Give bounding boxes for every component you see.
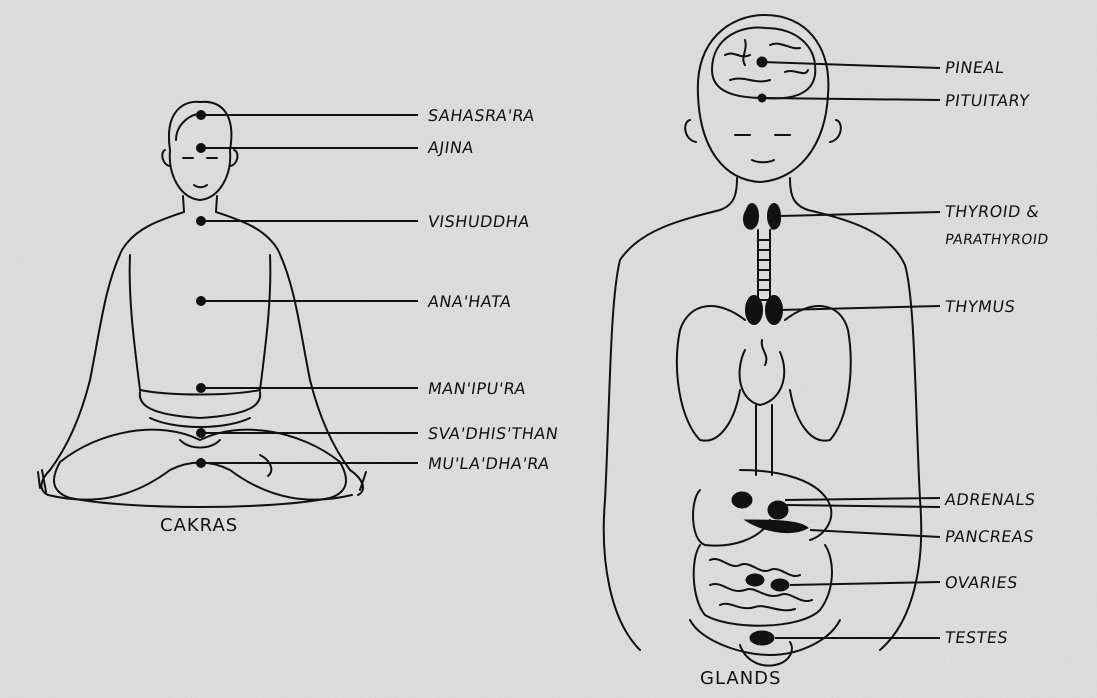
label-sahasrara: SAHASRA'RA bbox=[427, 106, 536, 125]
chakras-caption: CAKRAS bbox=[160, 515, 238, 536]
label-anahata: ANA'HATA bbox=[427, 292, 513, 311]
label-svadhisthan: SVA'DHIS'THAN bbox=[427, 424, 560, 443]
label-pineal: PINEAL bbox=[944, 58, 1006, 77]
label-thyroid: THYROID & bbox=[944, 202, 1041, 221]
glands-caption: GLANDS bbox=[700, 668, 781, 689]
adrenal-left bbox=[732, 492, 752, 508]
label-pituitary: PITUITARY bbox=[944, 91, 1031, 110]
label-ajina: AJINA bbox=[427, 138, 475, 157]
testes-shape bbox=[750, 631, 774, 645]
label-muladhara: MU'LA'DHA'RA bbox=[427, 454, 551, 473]
ovary-right bbox=[771, 579, 789, 591]
label-vishuddha: VISHUDDHA bbox=[427, 212, 531, 231]
label-thymus: THYMUS bbox=[944, 297, 1017, 316]
label-ovaries: OVARIES bbox=[944, 573, 1019, 592]
label-parathyroid: PARATHYROID bbox=[944, 232, 1050, 248]
adrenal-right bbox=[768, 501, 788, 519]
label-adrenals: ADRENALS bbox=[944, 490, 1037, 509]
ovary-left bbox=[746, 574, 764, 586]
label-manipura: MAN'IPU'RA bbox=[427, 379, 528, 398]
label-testes: TESTES bbox=[944, 628, 1010, 647]
label-pancreas: PANCREAS bbox=[944, 527, 1036, 546]
